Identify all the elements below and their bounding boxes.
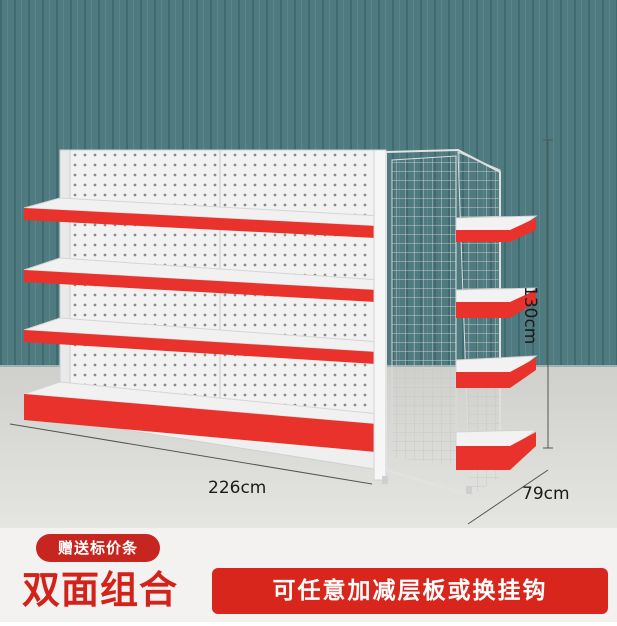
dimension-lines: [9, 139, 553, 525]
promo-banner: 赠送标价条 双面组合 可任意加减层板或换挂钩: [0, 528, 617, 622]
gift-tag-badge: 赠送标价条: [36, 534, 160, 562]
width-dimension-label: 226cm: [208, 478, 267, 498]
depth-dimension-label: 79cm: [522, 484, 570, 504]
height-dimension-label: 130cm: [520, 286, 540, 345]
end-shelves: [455, 215, 538, 470]
feature-pill: 可任意加减层板或换挂钩: [212, 568, 608, 614]
banner-main-title: 双面组合: [21, 568, 178, 612]
